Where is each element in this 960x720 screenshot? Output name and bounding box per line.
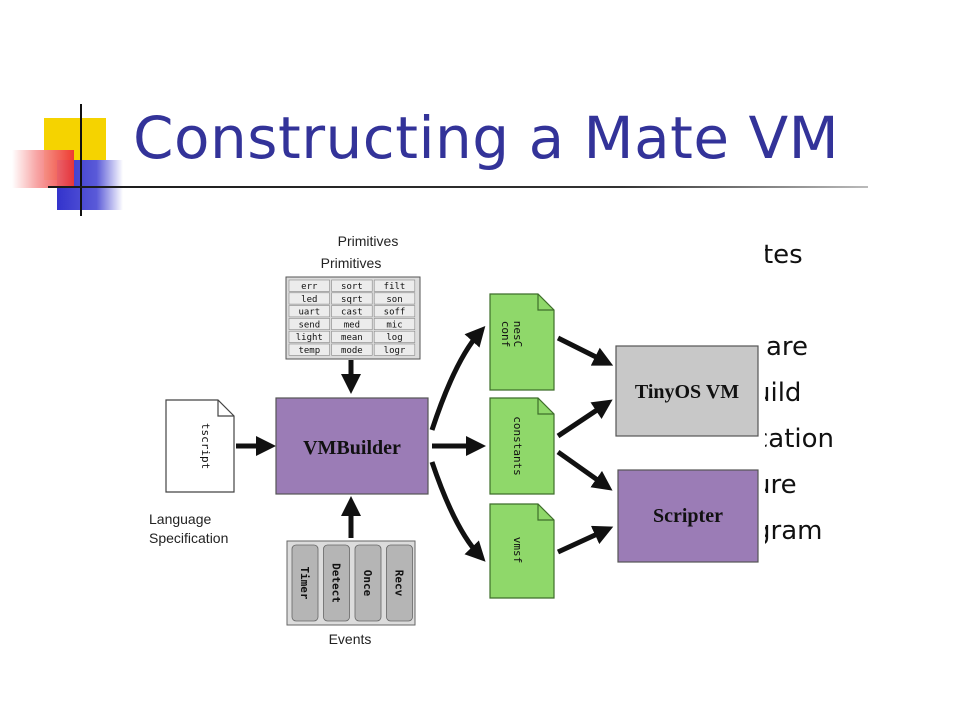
event-label: Detect: [330, 563, 343, 603]
primitive-cell: [373, 343, 416, 356]
file-constants: constants: [489, 397, 555, 495]
primitive-cell: [373, 305, 416, 318]
primitive-label: mode: [341, 346, 363, 356]
primitive-label: mean: [341, 333, 363, 343]
primitive-label: uart: [298, 308, 320, 318]
event-label: Timer: [298, 566, 311, 599]
arrow-constants-to-tinyos: [556, 399, 613, 439]
primitive-cell: [288, 305, 330, 318]
file-vmsf-label: vmsf: [511, 537, 524, 564]
event-label: Once: [361, 570, 374, 597]
arrow-vmbuilder-to-nesc: [429, 326, 486, 431]
language-label: Language: [149, 511, 212, 527]
tscript-fold: [217, 400, 234, 417]
primitive-label: logr: [384, 346, 406, 356]
arrow-vmsf-to-scripter: [556, 525, 614, 555]
primitive-cell: [331, 279, 373, 292]
primitive-label: err: [301, 282, 318, 292]
arrow-nesc-to-tinyos: [556, 335, 614, 366]
tinyos-vm-box: [615, 345, 759, 437]
primitive-cell: [373, 318, 416, 330]
vmbuilder-box: [275, 397, 429, 495]
bullet-line: cation: [754, 424, 835, 454]
primitives-cells: err sort filt led sqrt son uart cast soff send med…: [288, 279, 416, 356]
primitive-cell: [288, 279, 330, 292]
tinyos-vm-label: TinyOS VM: [635, 381, 739, 403]
primitive-cell: [373, 279, 416, 292]
primitive-cell: [288, 343, 330, 356]
primitive-cell: [331, 292, 373, 305]
primitives-label-top: Primitives: [338, 233, 399, 249]
primitive-label: led: [301, 295, 317, 305]
primitive-label: send: [298, 320, 320, 330]
file-nesc-label-line1: nesC: [511, 321, 524, 348]
primitive-cell: [288, 292, 330, 305]
logo-vertical-line: [80, 104, 82, 216]
file-nesc-label-line2: conf: [499, 321, 512, 348]
tscript-document: [165, 399, 235, 493]
primitive-cell: [331, 305, 373, 318]
primitive-label: soff: [384, 308, 406, 318]
event-cell: [291, 544, 319, 622]
primitive-label: temp: [298, 346, 320, 356]
primitive-label: cast: [341, 308, 363, 318]
specification-label: Specification: [149, 530, 228, 546]
primitive-label: log: [386, 333, 402, 343]
events-label: Events: [329, 631, 372, 647]
scripter-box: [617, 469, 759, 563]
event-cell: [386, 544, 413, 622]
tscript-label: tscript: [199, 423, 212, 469]
primitive-label: light: [296, 333, 323, 343]
bullet-line: are: [766, 332, 809, 362]
primitive-cell: [373, 330, 416, 343]
logo-red-square: [12, 150, 74, 188]
primitive-cell: [288, 318, 330, 330]
primitive-label: filt: [384, 282, 406, 292]
primitive-cell: [331, 318, 373, 330]
file-nesc-conf: nesC conf: [489, 293, 555, 391]
primitive-label: son: [386, 295, 402, 305]
arrow-vmbuilder-to-vmsf: [429, 461, 486, 562]
primitive-label: sort: [341, 282, 363, 292]
arrow-constants-to-scripter: [556, 449, 613, 491]
event-cells: Timer Detect Once Recv: [291, 544, 413, 622]
primitives-label: Primitives: [321, 255, 382, 271]
diagram-backdrop: [140, 226, 765, 648]
primitive-label: mic: [386, 320, 402, 330]
primitive-cell: [373, 292, 416, 305]
primitive-label: sqrt: [341, 295, 363, 305]
primitive-cell: [331, 330, 373, 343]
primitive-cell: [331, 343, 373, 356]
event-label: Recv: [393, 570, 406, 597]
primitive-label: med: [344, 320, 360, 330]
event-cell: [323, 544, 350, 622]
event-cell: [354, 544, 382, 622]
primitive-cell: [288, 330, 330, 343]
slide-title: Constructing a Mate VM: [133, 104, 840, 172]
bullet-line: gram: [754, 516, 823, 546]
title-rule: [48, 186, 868, 188]
file-constants-label: constants: [511, 416, 524, 476]
scripter-label: Scripter: [653, 505, 723, 527]
vmbuilder-label: VMBuilder: [303, 437, 401, 459]
file-vmsf: vmsf: [489, 503, 555, 599]
